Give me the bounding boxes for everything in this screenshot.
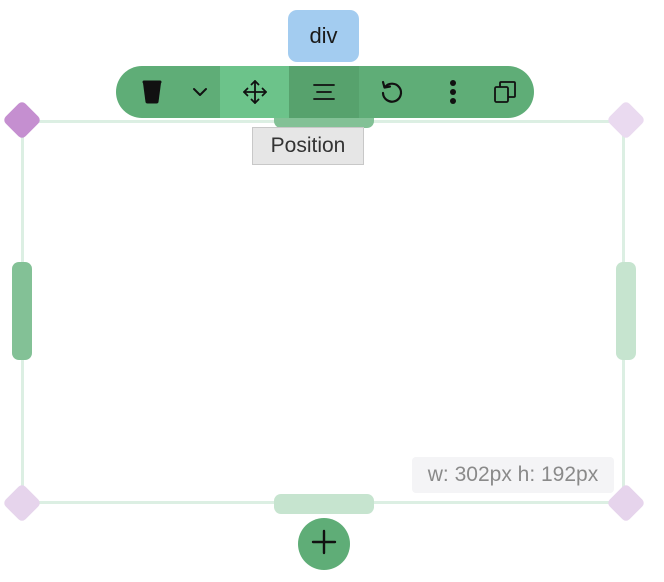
more-menu-button[interactable] — [425, 66, 481, 118]
align-center-icon — [312, 82, 336, 102]
reset-button[interactable] — [359, 66, 425, 118]
options-dropdown-button[interactable] — [180, 66, 220, 118]
element-tag-text: div — [309, 23, 338, 48]
element-toolbar — [116, 66, 534, 118]
selected-element-frame[interactable] — [21, 120, 625, 504]
resize-handle-right[interactable] — [616, 262, 636, 360]
element-tag-label: div — [288, 10, 359, 62]
trash-icon — [142, 80, 162, 104]
tooltip-text: Position — [270, 134, 346, 157]
position-button[interactable] — [220, 66, 289, 118]
resize-handle-bottom[interactable] — [274, 494, 374, 514]
add-element-button[interactable] — [298, 518, 350, 570]
copy-icon — [493, 80, 517, 104]
move-icon — [242, 79, 268, 105]
more-vertical-icon — [449, 79, 457, 105]
position-tooltip: Position — [252, 127, 364, 165]
rotate-ccw-icon — [379, 79, 405, 105]
chevron-down-icon — [192, 87, 208, 97]
dimensions-badge: w: 302px h: 192px — [412, 457, 614, 493]
delete-button[interactable] — [116, 66, 180, 118]
dimensions-text: w: 302px h: 192px — [427, 463, 599, 486]
duplicate-button[interactable] — [481, 66, 529, 118]
plus-icon — [311, 529, 337, 560]
resize-handle-left[interactable] — [12, 262, 32, 360]
align-button[interactable] — [289, 66, 359, 118]
